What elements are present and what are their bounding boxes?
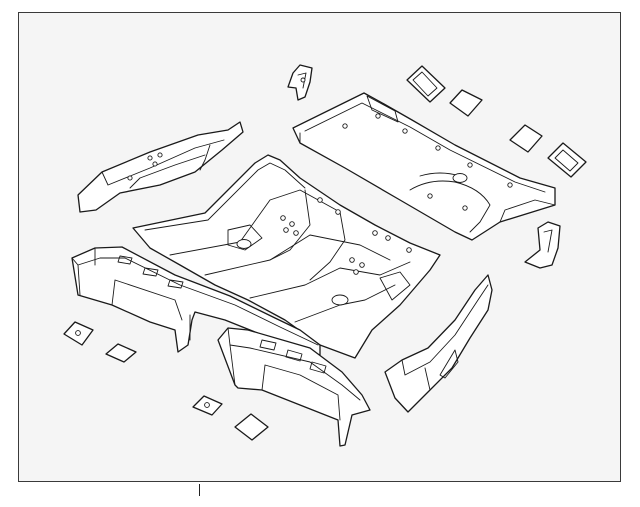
left-side-rail (77, 121, 244, 213)
bracket-left-2 (105, 343, 137, 363)
bracket-right-mid (524, 221, 561, 269)
gusset-top-4 (547, 142, 587, 178)
rear-floor-pan (292, 92, 556, 241)
bracket-left-1 (63, 321, 94, 346)
rear-crossmember (217, 327, 371, 447)
patch-top-2 (449, 89, 483, 117)
patch-top-3 (509, 124, 543, 153)
right-side-rail (384, 274, 493, 413)
front-floor-pan (132, 154, 441, 359)
gusset-top-1 (406, 65, 446, 103)
bracket-bottom-1 (192, 395, 223, 416)
callout-leader-tick (199, 484, 200, 496)
front-crossmember (71, 246, 321, 356)
patch-bottom-2 (234, 413, 269, 441)
bracket-top-center (287, 64, 313, 101)
